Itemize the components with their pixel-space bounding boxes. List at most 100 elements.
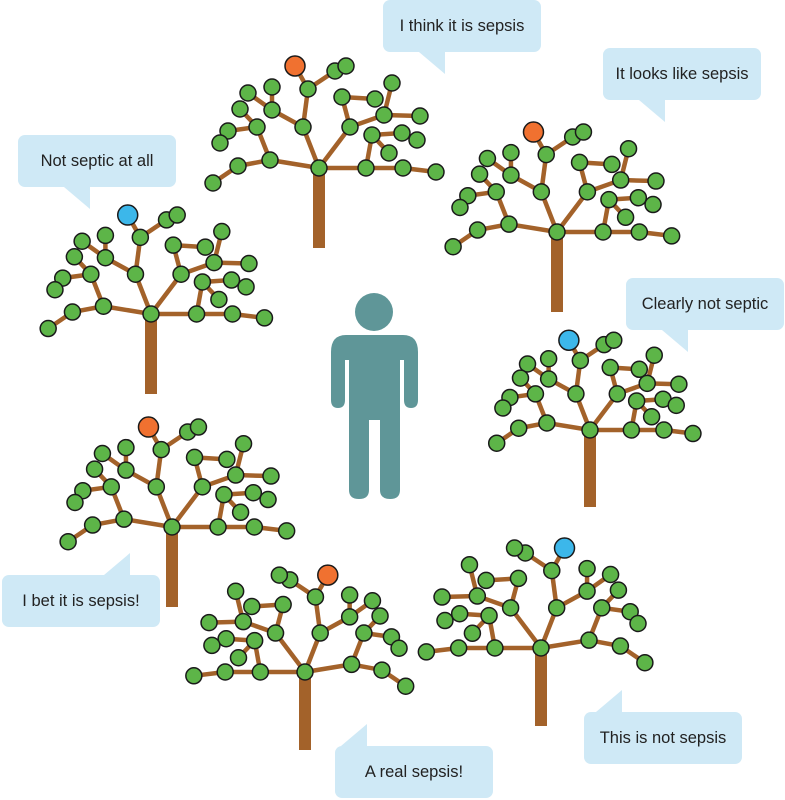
bubble-tail bbox=[596, 690, 622, 712]
leaf-node bbox=[526, 385, 545, 403]
leaf-node bbox=[600, 190, 618, 209]
leaf-node bbox=[390, 639, 408, 657]
speech-bubble-bottom-right: This is not sepsis bbox=[584, 690, 742, 764]
leaf-node bbox=[380, 144, 398, 162]
leaf-node bbox=[487, 434, 506, 452]
bubble-text: Clearly not septic bbox=[641, 294, 769, 313]
leaf-node bbox=[222, 271, 241, 289]
leaf-node bbox=[580, 631, 598, 649]
leaf-node bbox=[185, 667, 203, 685]
leaf-node bbox=[383, 74, 401, 92]
leaf-node bbox=[274, 595, 292, 614]
leaf-node bbox=[366, 90, 384, 108]
leaf-node bbox=[638, 374, 656, 393]
leaf-node bbox=[39, 319, 57, 338]
leaf-node bbox=[96, 248, 115, 267]
leaf-node bbox=[375, 106, 393, 124]
leaf-node bbox=[578, 582, 596, 600]
leaf-node bbox=[234, 434, 253, 453]
leaf-node bbox=[209, 518, 227, 536]
leaf-node bbox=[532, 183, 551, 201]
leaf-node bbox=[234, 612, 252, 631]
leaf-node bbox=[373, 661, 391, 679]
leaf-node bbox=[494, 399, 512, 417]
leaf-node bbox=[463, 624, 482, 643]
leaf-node bbox=[684, 424, 702, 443]
leaf-node bbox=[611, 171, 630, 189]
leaf-node bbox=[251, 663, 270, 681]
leaf-node bbox=[647, 172, 665, 190]
leaf-node bbox=[662, 227, 681, 245]
leaf-node bbox=[547, 599, 566, 617]
leaf-node bbox=[240, 254, 258, 273]
trunk bbox=[584, 430, 596, 507]
leaf-node bbox=[411, 107, 429, 125]
leaf-node bbox=[670, 375, 688, 393]
leaf-node bbox=[363, 126, 381, 144]
leaf-node bbox=[340, 586, 359, 604]
leaf-node bbox=[537, 145, 555, 164]
leaf-node bbox=[603, 155, 621, 174]
leaf-node bbox=[470, 165, 489, 183]
orange-decision-node bbox=[522, 121, 545, 143]
leaf-node bbox=[243, 597, 261, 616]
leaf-node bbox=[574, 123, 593, 141]
leaf-node bbox=[226, 582, 245, 600]
leaf-node bbox=[168, 206, 186, 224]
leaf-node bbox=[655, 421, 673, 439]
blue-decision-node bbox=[116, 204, 139, 226]
leaf-node bbox=[59, 532, 77, 551]
leaf-node bbox=[270, 566, 289, 584]
leaf-node bbox=[210, 290, 228, 309]
leaf-node bbox=[172, 265, 190, 283]
tree-lower-left bbox=[59, 416, 296, 607]
leaf-node bbox=[261, 151, 279, 169]
leaf-node bbox=[266, 624, 285, 642]
leaf-node bbox=[449, 639, 468, 657]
leaf-node bbox=[501, 599, 520, 617]
leaf-node bbox=[578, 183, 597, 201]
leaf-node bbox=[594, 223, 612, 241]
leaf-node bbox=[164, 236, 183, 254]
leaf-node bbox=[567, 385, 585, 403]
leaf-node bbox=[196, 238, 215, 256]
speech-bubble-top-right: It looks like sepsis bbox=[603, 48, 761, 122]
leaf-node bbox=[340, 608, 359, 626]
leaf-node bbox=[231, 100, 249, 118]
leaf-node bbox=[539, 349, 558, 368]
bubble-tail bbox=[64, 187, 90, 209]
leaf-node bbox=[263, 78, 281, 96]
leaf-node bbox=[333, 88, 351, 106]
leaf-node bbox=[237, 278, 255, 296]
leaf-node bbox=[63, 303, 82, 321]
leaf-node bbox=[487, 183, 505, 201]
tree-top bbox=[204, 55, 445, 248]
bubble-tail bbox=[341, 724, 367, 746]
leaf-node bbox=[200, 613, 218, 632]
speech-bubble-lower-left: I bet it is sepsis! bbox=[2, 553, 160, 627]
leaf-node bbox=[245, 631, 264, 650]
leaf-node bbox=[142, 305, 160, 323]
leaf-node bbox=[601, 358, 619, 377]
tree-top-right bbox=[444, 121, 681, 312]
bubble-tail bbox=[104, 553, 130, 575]
orange-decision-node bbox=[317, 564, 339, 586]
leaf-node bbox=[644, 195, 662, 214]
leaf-node bbox=[259, 490, 277, 509]
tree-bottom bbox=[185, 564, 415, 750]
leaf-node bbox=[193, 273, 212, 291]
leaf-node bbox=[131, 228, 150, 247]
leaf-node bbox=[294, 118, 312, 136]
leaf-node bbox=[223, 305, 242, 323]
leaf-node bbox=[571, 351, 590, 370]
leaf-node bbox=[296, 663, 314, 681]
leaf-node bbox=[94, 297, 113, 315]
leaf-node bbox=[630, 360, 649, 379]
leaf-node bbox=[505, 539, 524, 557]
leaf-node bbox=[216, 663, 234, 681]
leaf-node bbox=[185, 448, 204, 467]
leaf-node bbox=[163, 518, 181, 536]
trunk bbox=[145, 314, 157, 394]
